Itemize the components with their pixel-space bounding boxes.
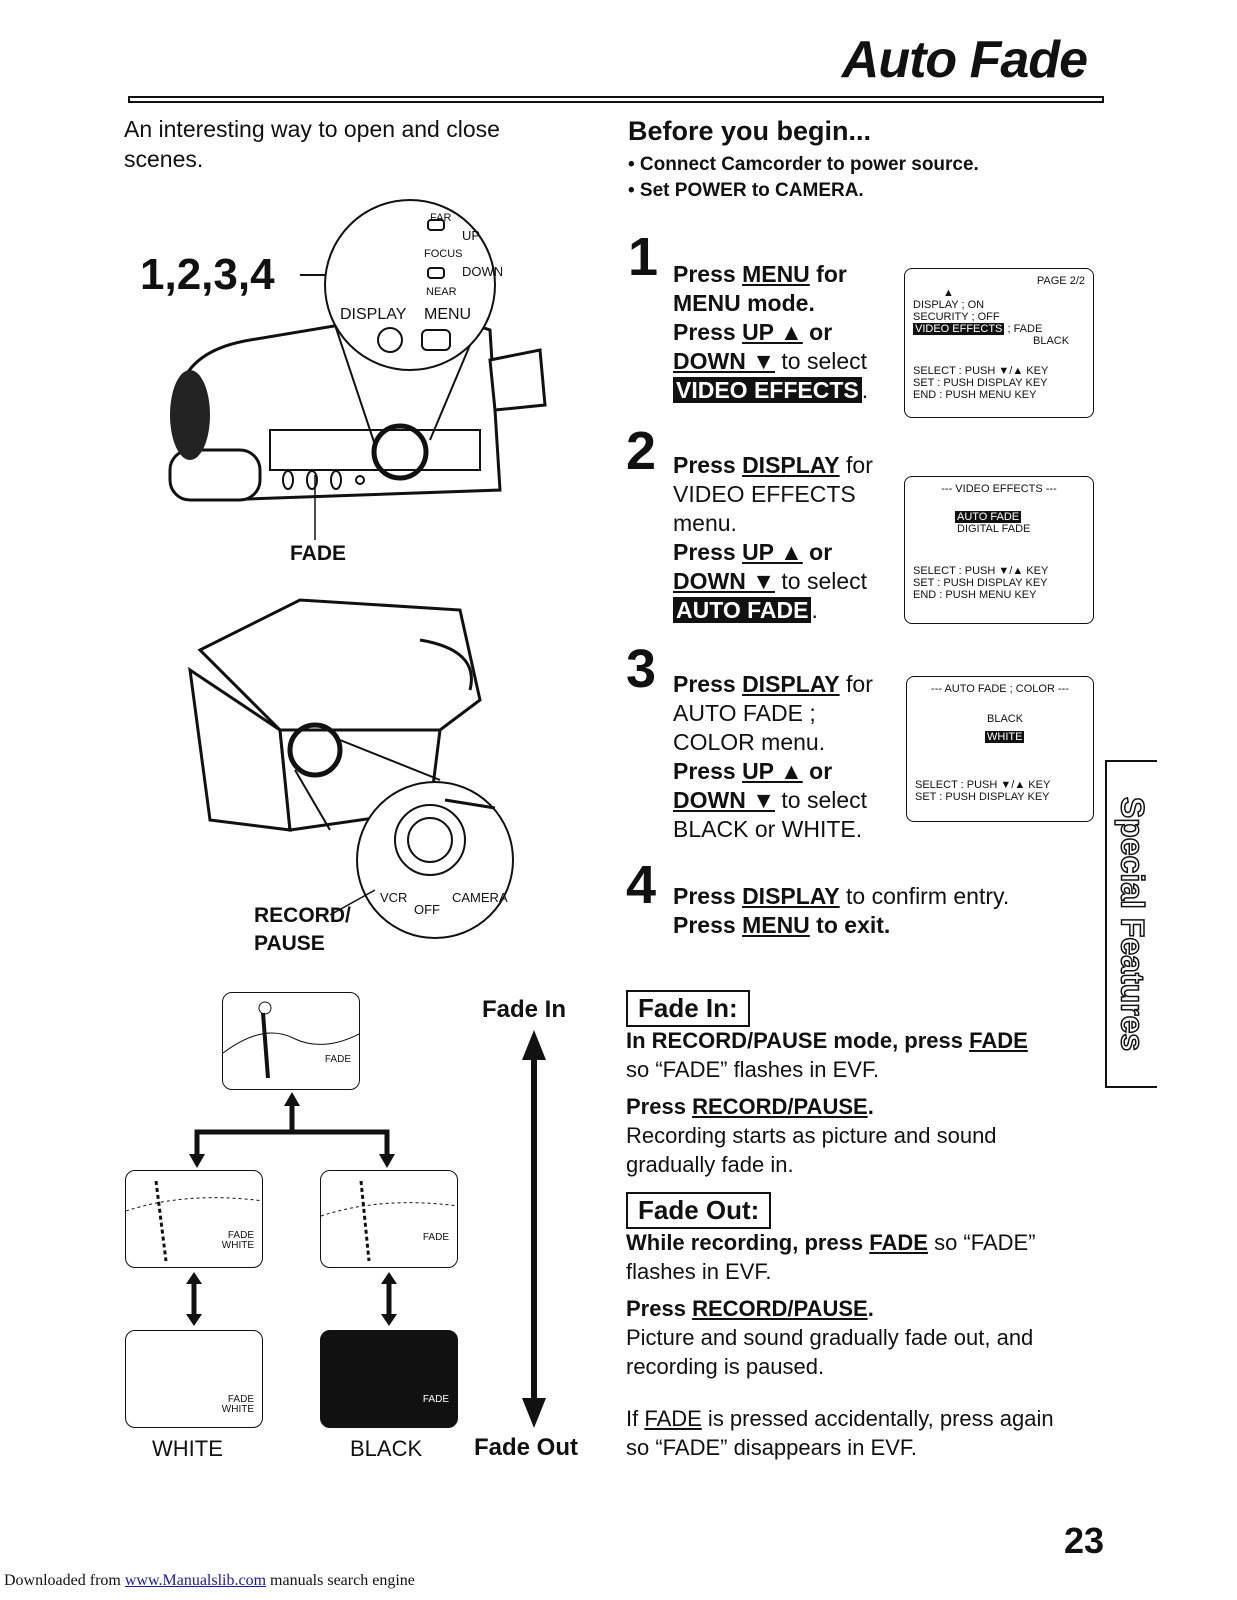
white-caption: WHITE xyxy=(152,1436,223,1461)
far-label: FAR xyxy=(430,212,452,224)
step-number: 2 xyxy=(626,421,657,481)
fade-in-heading: Fade In: xyxy=(626,990,750,1027)
black-caption: BLACK xyxy=(350,1436,423,1461)
lcd-video-effects: --- VIDEO EFFECTS --- AUTO FADE DIGITAL … xyxy=(904,476,1094,624)
fade-out-instructions: While recording, press FADE so “FADE” fl… xyxy=(626,1230,1036,1379)
before-heading: Before you begin... xyxy=(628,116,872,146)
before-list: • Connect Camcorder to power source. • S… xyxy=(628,152,979,204)
camcorder-top-illustration xyxy=(168,199,547,540)
off-label: OFF xyxy=(414,902,440,917)
camcorder-side-illustration xyxy=(188,598,514,939)
fade-in-instructions: In RECORD/PAUSE mode, press FADE so “FAD… xyxy=(626,1028,1028,1177)
menu-label: MENU xyxy=(424,306,472,323)
record-pause-label: RECORD/ PAUSE xyxy=(254,904,351,955)
before-item: • Connect Camcorder to power source. xyxy=(628,154,979,175)
display-label: DISPLAY xyxy=(340,306,407,323)
camera-label: CAMERA xyxy=(452,890,508,905)
branch-arrows xyxy=(189,1092,395,1168)
highlight-video-effects: VIDEO EFFECTS xyxy=(673,377,862,403)
fade-out-heading: Fade Out: xyxy=(626,1192,772,1229)
screen-black: FADE xyxy=(320,1330,458,1428)
step-number: 4 xyxy=(626,855,657,915)
accidental-fade-note: If FADE is pressed accidentally, press a… xyxy=(626,1406,1054,1460)
intro-text: An interesting way to open and close sce… xyxy=(124,116,500,172)
step-2-text: Press DISPLAY for VIDEO EFFECTS menu. Pr… xyxy=(673,452,873,623)
page-number: 23 xyxy=(1063,1520,1104,1561)
step-1-text: Press MENU for MENU mode. Press UP ▲ or … xyxy=(673,261,869,403)
fade-button-label: FADE xyxy=(290,542,347,565)
manualslib-link[interactable]: www.Manualslib.com xyxy=(124,1572,267,1589)
download-footer: Downloaded from www.Manualslib.com manua… xyxy=(4,1572,415,1589)
step-number: 1 xyxy=(628,227,659,287)
screen-normal: FADE xyxy=(222,992,360,1090)
section-side-tab: Special Features xyxy=(1105,760,1157,1088)
near-label: NEAR xyxy=(426,286,457,298)
down-label: DOWN xyxy=(462,264,504,279)
fade-out-label: Fade Out xyxy=(474,1434,579,1461)
up-label: UP xyxy=(462,228,481,243)
fade-in-label: Fade In xyxy=(482,996,567,1023)
step-number: 3 xyxy=(626,639,657,699)
vcr-label: VCR xyxy=(380,890,408,905)
step-4-text: Press DISPLAY to confirm entry. Press ME… xyxy=(673,883,1010,938)
title-rule xyxy=(128,96,1104,103)
step-3-text: Press DISPLAY for AUTO FADE ; COLOR menu… xyxy=(673,671,873,842)
before-item: • Set POWER to CAMERA. xyxy=(628,180,864,201)
double-arrows xyxy=(186,1272,397,1326)
page-title: Auto Fade xyxy=(841,31,1088,89)
lcd-menu-page2: PAGE 2/2 ▲ DISPLAY ; ON SECURITY ; OFF V… xyxy=(904,268,1094,418)
focus-label: FOCUS xyxy=(424,248,463,260)
lcd-auto-fade-color: --- AUTO FADE ; COLOR --- BLACK WHITE SE… xyxy=(906,676,1094,822)
screen-fading-black: FADE xyxy=(320,1170,458,1268)
step-reference-label: 1,2,3,4 xyxy=(140,250,275,299)
fade-direction-arrow xyxy=(522,1030,546,1428)
highlight-auto-fade: AUTO FADE xyxy=(673,597,812,623)
